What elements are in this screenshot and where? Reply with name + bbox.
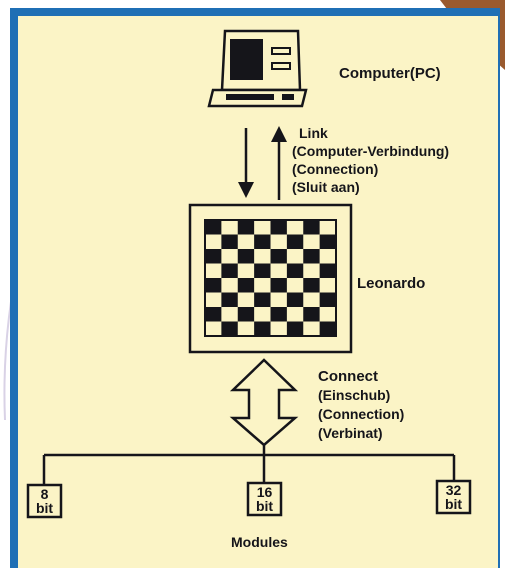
- board-square-dark: [303, 249, 320, 264]
- module-bus: [42, 445, 456, 485]
- computer-icon: [207, 29, 308, 108]
- modules-label: Modules: [231, 534, 288, 550]
- board-square-dark: [286, 321, 304, 336]
- chess-board: [204, 219, 337, 337]
- board-square-dark: [221, 292, 238, 307]
- board-square-dark: [270, 307, 287, 322]
- board-square-dark: [205, 278, 222, 293]
- board-square-dark: [221, 321, 238, 336]
- board-square-dark: [205, 307, 222, 322]
- board-square-dark: [286, 234, 304, 249]
- board-square-dark: [319, 292, 337, 307]
- board-square-dark: [221, 234, 238, 249]
- board-square-dark: [303, 307, 320, 322]
- board-square-dark: [221, 263, 238, 278]
- module-16-number: 16: [256, 484, 273, 500]
- connect-line-1: (Einschub): [318, 387, 391, 403]
- connect-line-2: (Connection): [318, 406, 405, 422]
- board-square-dark: [286, 292, 304, 307]
- module-32-unit: bit: [444, 496, 463, 512]
- module-box-16: [246, 481, 283, 517]
- board-square-dark: [205, 220, 222, 235]
- board-square-dark: [254, 321, 271, 336]
- connect-line-3: (Verbinat): [318, 425, 383, 441]
- board-square-dark: [303, 278, 320, 293]
- link-line-1: (Computer-Verbindung): [292, 143, 450, 159]
- board-square-dark: [270, 249, 287, 264]
- board-square-dark: [319, 321, 337, 336]
- board-square-dark: [254, 292, 271, 307]
- board-square-dark: [303, 220, 320, 235]
- board-square-dark: [270, 278, 287, 293]
- module-box-32: [435, 479, 472, 515]
- board-square-dark: [286, 263, 304, 278]
- board-square-dark: [319, 263, 337, 278]
- board-square-dark: [254, 234, 271, 249]
- board-square-dark: [205, 249, 222, 264]
- link-line-3: (Sluit aan): [292, 179, 360, 195]
- board-square-dark: [319, 234, 337, 249]
- module-8-unit: bit: [35, 500, 54, 516]
- module-box-8: [26, 483, 63, 519]
- board-square-dark: [254, 263, 271, 278]
- module-8-number: 8: [40, 486, 49, 502]
- module-16-unit: bit: [255, 498, 274, 514]
- board-square-dark: [237, 249, 255, 264]
- board-square-dark: [237, 220, 255, 235]
- connect-title: Connect: [318, 368, 378, 385]
- link-up-arrow: [271, 126, 287, 200]
- link-down-arrow: [238, 128, 254, 198]
- module-8-text: 8 bit: [28, 487, 61, 515]
- module-32-number: 32: [445, 482, 462, 498]
- board-square-dark: [270, 220, 287, 235]
- board-square-dark: [237, 278, 255, 293]
- board-square-dark: [237, 307, 255, 322]
- link-line-2: (Connection): [292, 161, 379, 177]
- module-32-text: 32 bit: [437, 483, 470, 511]
- board-label: Leonardo: [357, 275, 426, 292]
- computer-label: Computer(PC): [339, 65, 441, 82]
- module-16-text: 16 bit: [248, 485, 281, 513]
- link-title: Link: [299, 125, 328, 141]
